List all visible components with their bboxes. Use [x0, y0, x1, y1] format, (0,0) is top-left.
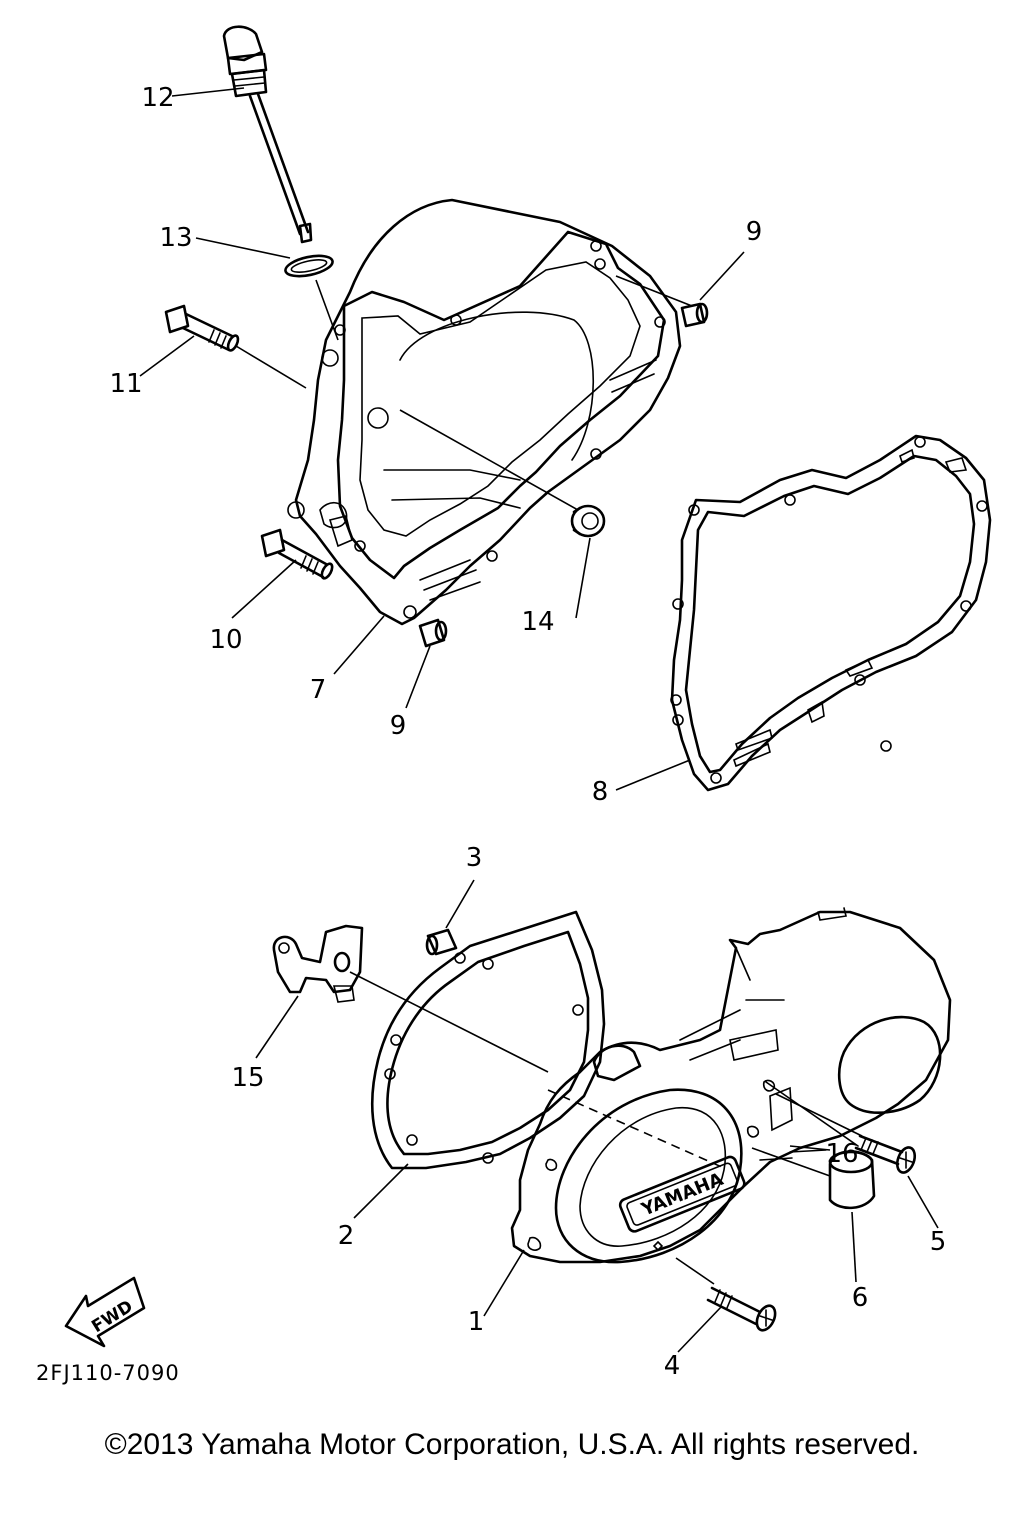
crankcase-cover-part-7 — [287, 198, 682, 626]
copyright-notice: ©2013 Yamaha Motor Corporation, U.S.A. A… — [104, 1428, 920, 1461]
bolt-part-11 — [164, 304, 240, 352]
callout-9-upper: 9 — [746, 217, 763, 247]
callout-6: 6 — [852, 1283, 869, 1313]
o-ring-part-13 — [284, 254, 334, 278]
callout-15: 15 — [231, 1063, 264, 1093]
exploded-parts-diagram: YAMAHA FWD 12 13 11 9 — [36, 25, 992, 1385]
callout-1: 1 — [468, 1307, 485, 1337]
screw-part-5 — [854, 1134, 917, 1174]
plug-part-6 — [828, 1150, 876, 1210]
fwd-arrow-icon: FWD — [64, 1276, 146, 1348]
dipstick-cap-part-12 — [222, 25, 313, 244]
drawing-code: 2FJ110-7090 — [36, 1361, 180, 1385]
screw-part-4 — [706, 1286, 777, 1332]
callout-5: 5 — [930, 1227, 947, 1257]
callout-9-lower: 9 — [390, 711, 407, 741]
callout-13: 13 — [159, 223, 192, 253]
callout-7: 7 — [310, 675, 327, 705]
grommet-part-3 — [425, 928, 458, 956]
callout-16: 16 — [825, 1139, 858, 1169]
callout-10: 10 — [209, 625, 242, 655]
oil-seal-part-14 — [570, 504, 606, 538]
pin-part-16 — [765, 1081, 859, 1147]
callout-4: 4 — [664, 1351, 681, 1381]
bracket-part-15 — [272, 924, 364, 1003]
callout-11: 11 — [109, 369, 142, 399]
gasket-part-8 — [670, 434, 992, 792]
callout-8: 8 — [592, 777, 609, 807]
dowel-pin-part-9-lower — [418, 618, 448, 648]
callout-14: 14 — [521, 607, 554, 637]
gasket-part-2 — [370, 910, 606, 1170]
dowel-pin-part-9-upper — [680, 302, 709, 328]
bolt-part-10 — [260, 528, 334, 580]
callout-2: 2 — [338, 1221, 355, 1251]
callout-12: 12 — [141, 83, 174, 113]
callout-3: 3 — [466, 843, 483, 873]
